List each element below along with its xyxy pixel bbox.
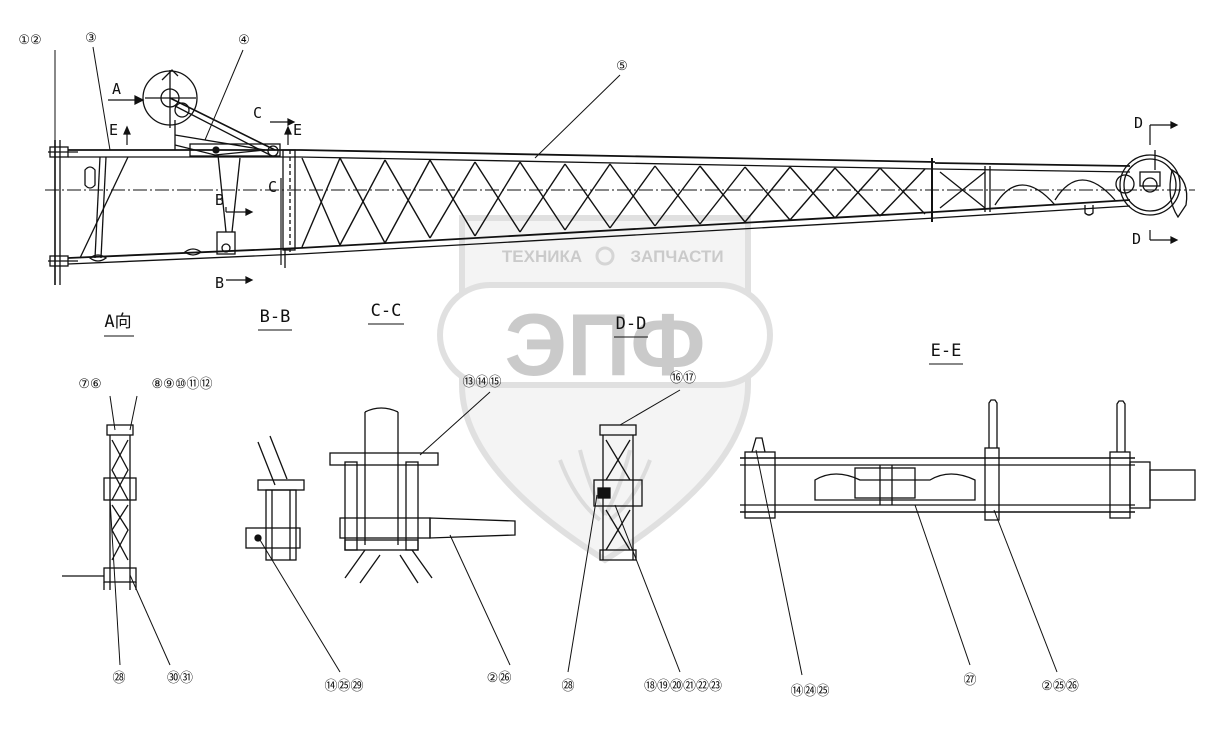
detail-c-c [329, 407, 516, 584]
watermark: ТЕХНИКА ЗАПЧАСТИ ЭПФ [437, 215, 773, 564]
detail-e-e [740, 399, 1196, 521]
leader-lines [54, 46, 1058, 676]
callout-28-right: ㉘ [561, 679, 574, 694]
marker-a: A [112, 80, 121, 98]
callout-8-12: ⑧⑨⑩⑪⑫ [152, 377, 213, 392]
callout-27: ㉗ [963, 673, 976, 688]
marker-b-bottom: B [215, 274, 224, 292]
marker-e-left: E [109, 121, 118, 139]
title-a-view: A向 [104, 312, 131, 332]
watermark-logo: ЭПФ [505, 295, 706, 394]
callout-14-24-25: ⑭㉔㉕ [790, 684, 829, 699]
callout-14-25-29: ⑭㉕㉙ [324, 679, 363, 694]
title-cc: C-C [371, 301, 402, 321]
marker-c-bottom: C [268, 178, 277, 196]
title-dd: D-D [616, 314, 647, 334]
title-ee: E-E [931, 341, 962, 361]
boom-elevation [45, 69, 1195, 285]
callout-1-2: ①② [18, 33, 41, 48]
callout-5: ⑤ [616, 59, 628, 74]
marker-d-bottom: D [1132, 230, 1141, 248]
section-titles: A向 B-B C-C D-D E-E [104, 301, 963, 365]
callout-4: ④ [238, 33, 250, 48]
watermark-brand-left: ТЕХНИКА [502, 247, 582, 266]
callout-2-26-left: ②㉖ [487, 671, 512, 686]
callout-18-23: ⑱⑲⑳㉑㉒㉓ [644, 679, 722, 694]
detail-b-b [245, 435, 305, 561]
marker-e-right: E [293, 121, 302, 139]
callout-28-left: ㉘ [112, 671, 125, 686]
callout-2-25-26-right: ②㉕㉖ [1041, 679, 1079, 694]
detail-a-view [62, 424, 137, 590]
marker-c-top: C [253, 104, 262, 122]
marker-d-top: D [1134, 114, 1143, 132]
callout-16-17: ⑯⑰ [670, 371, 696, 386]
detail-d-d [593, 424, 643, 561]
title-bb: B-B [260, 307, 291, 327]
callout-3: ③ [85, 31, 97, 46]
callout-30-31: ㉚㉛ [167, 671, 193, 686]
callout-13-15: ⑬⑭⑮ [462, 375, 501, 390]
gear-icon [595, 246, 615, 266]
marker-b-top: B [215, 191, 224, 209]
section-markers [108, 95, 1179, 284]
callouts: ①② ③ ④ ⑤ ⑦⑥ ⑧⑨⑩⑪⑫ ⑬⑭⑮ ⑯⑰ ㉘ ㉚㉛ ⑭㉕㉙ ②㉖ ㉘ ⑱… [18, 31, 1078, 699]
watermark-brand-right: ЗАПЧАСТИ [630, 247, 723, 266]
callout-7-6: ⑦⑥ [78, 377, 101, 392]
